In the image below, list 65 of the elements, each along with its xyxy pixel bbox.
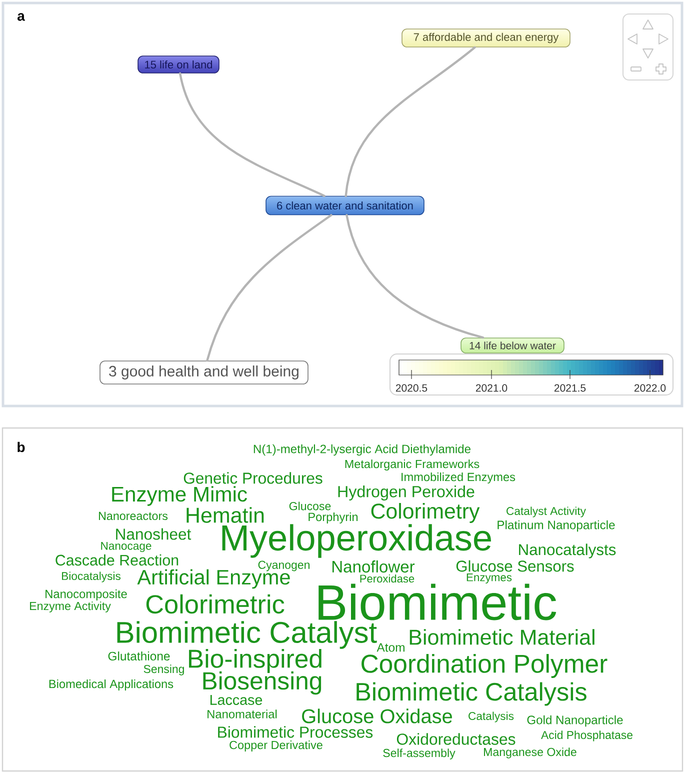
keyword-text: Colorimetry [371, 503, 480, 523]
keyword-text: Colorimetric [146, 594, 284, 614]
topic-node: 3 good health and well being [100, 360, 308, 384]
connector-curve [206, 214, 332, 362]
keyword-text: Glucose [289, 502, 331, 510]
keyword-text: Platinum Nanoparticle [498, 520, 615, 532]
keyword-text: Hematin [186, 507, 264, 523]
connector-curve [344, 46, 476, 197]
colorbar-tick-label: 2021.0 [476, 384, 508, 392]
keyword-text: N(1)-methyl-2-lysergic Acid Diethylamide [254, 444, 470, 456]
keyword-text: Biomimetic Material [410, 629, 594, 645]
colorbar-tick-label: 2021.5 [554, 384, 586, 392]
topic-node: 14 life below water [460, 338, 564, 354]
keyword-text: Self-assembly [383, 748, 456, 760]
keyword-text: Biomimetic Catalyst [117, 621, 377, 649]
keyword-text: Acid Phosphatase [541, 730, 632, 742]
keyword-text: Hydrogen Peroxide [338, 485, 474, 500]
keyword-text: Biomimetic Catalysis [356, 682, 586, 706]
keyword-text: Myeloperoxidase [222, 524, 491, 558]
keyword-text: Glutathione [108, 652, 170, 660]
keyword-text: Cascade Reaction [56, 554, 178, 566]
keyword-text: Peroxidase [360, 574, 414, 583]
topic-node: 6 clean water and sanitation [266, 196, 424, 216]
keyword-text: Porphyrin [308, 512, 358, 524]
colorbar-tick-label: 2020.5 [396, 384, 428, 392]
keyword-text: Atom [376, 643, 404, 652]
connector-curve [178, 72, 326, 197]
keyword-text: Manganese Oxide [484, 748, 576, 758]
topic-node: 15 life on land [138, 56, 220, 74]
keyword-text: Biosensing [203, 671, 322, 695]
keyword-text: Cyanogen [258, 560, 310, 572]
keyword-text: Immobilized Enzymes [402, 472, 516, 484]
keyword-text: Oxidoreductases [396, 733, 516, 745]
keyword-text: Enzymes [466, 573, 512, 584]
keyword-text: Laccase [210, 695, 262, 705]
keyword-text: Nanosheet [116, 528, 192, 540]
keyword-text: Biomimetic Processes [218, 726, 373, 738]
panel-label: b [18, 442, 25, 452]
keyword-text: Biomimetic [318, 584, 556, 620]
keyword-text: Nanomaterial [208, 710, 277, 718]
connector-curve [346, 214, 484, 339]
colorbar-tick-label: 2022.0 [634, 384, 666, 392]
keyword-text: Copper Derivative [230, 740, 322, 752]
keyword-text: Biocatalysis [62, 572, 120, 582]
keyword-text: Genetic Procedures [184, 472, 322, 484]
keyword-text: Metalorganic Frameworks [345, 460, 480, 470]
keyword-text: Nanoflower [332, 560, 415, 573]
keyword-text: Nanocatalysts [519, 544, 616, 558]
keyword-text: Enzyme Activity [30, 602, 111, 612]
keyword-text: Coordination Polymer [362, 654, 608, 678]
topic-node: 7 affordable and clean energy [402, 28, 570, 48]
keyword-text: Nanoreactors [99, 512, 168, 520]
keyword-text: Nanocage [101, 542, 152, 552]
keyword-text: Catalysis [468, 712, 514, 722]
keyword-text: Nanocomposite [46, 589, 127, 601]
keyword-text: Catalyst Activity [506, 506, 586, 518]
keyword-text: Biomedical Applications [49, 679, 174, 691]
keyword-text: Gold Nanoparticle [527, 715, 623, 727]
keyword-text: Glucose Oxidase [302, 708, 452, 724]
keyword-text: Sensing [144, 664, 184, 676]
keyword-text: Enzyme Mimic [112, 486, 247, 506]
panel-label: a [18, 13, 25, 21]
keyword-text: Bio-inspired [189, 648, 322, 673]
keyword-text: Artificial Enzyme [137, 569, 290, 589]
keyword-text: Glucose Sensors [456, 560, 574, 572]
